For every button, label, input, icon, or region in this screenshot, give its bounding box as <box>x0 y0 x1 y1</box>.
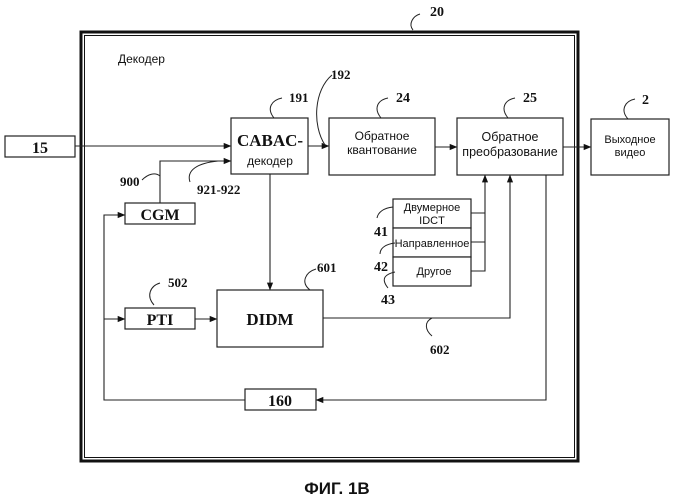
signal-602: 602 <box>430 342 450 357</box>
leader-601 <box>305 269 316 290</box>
transform-line1: Обратное <box>481 130 538 144</box>
cabac-sublabel: декодер <box>247 154 293 168</box>
didm-ref: 601 <box>317 260 337 275</box>
quant-line2: квантование <box>347 143 417 157</box>
leader-41 <box>377 207 393 218</box>
directional-ref: 42 <box>374 260 388 275</box>
didm-label: DIDM <box>246 310 293 329</box>
other-ref: 43 <box>381 293 395 308</box>
pti-label: PTI <box>147 312 174 329</box>
output-line2: видео <box>615 147 646 159</box>
leader-602 <box>426 318 432 336</box>
cabac-label: CABAC- <box>237 131 303 150</box>
transform-line2: преобразование <box>462 145 557 159</box>
options-bus <box>471 175 485 271</box>
output-line1: Выходное <box>604 134 655 146</box>
cgm-label: CGM <box>140 207 179 224</box>
idct-line2: IDCT <box>419 215 445 227</box>
transform-ref: 25 <box>523 91 537 106</box>
quant-line1: Обратное <box>355 129 410 143</box>
signal-900: 900 <box>120 174 140 189</box>
signal-192: 192 <box>331 67 351 82</box>
leader-900 <box>142 174 160 180</box>
cabac-ref: 191 <box>289 90 309 105</box>
feedback-label: 160 <box>268 393 292 410</box>
leader-2 <box>624 99 635 119</box>
decoder-frame-inner <box>85 36 575 458</box>
signal-921-922: 921-922 <box>197 182 240 197</box>
idct-line1: Двумерное <box>404 202 461 214</box>
leader-921-922 <box>189 161 218 182</box>
decoder-ref: 20 <box>430 5 444 20</box>
figure-caption: ФИГ. 1B <box>304 479 369 498</box>
decoder-label: Декодер <box>118 52 165 66</box>
directional-label: Направленное <box>395 238 470 250</box>
input-label: 15 <box>32 140 48 157</box>
idct-ref: 41 <box>374 225 388 240</box>
leader-502 <box>150 283 160 305</box>
decoder-frame-outer <box>81 32 578 461</box>
leader-191 <box>270 98 282 118</box>
pti-ref: 502 <box>168 275 188 290</box>
output-ref: 2 <box>642 93 649 108</box>
leader-25 <box>504 98 515 118</box>
other-label: Другое <box>417 266 452 278</box>
leader-20 <box>411 14 420 30</box>
leader-24 <box>377 98 388 118</box>
quant-ref: 24 <box>396 91 410 106</box>
